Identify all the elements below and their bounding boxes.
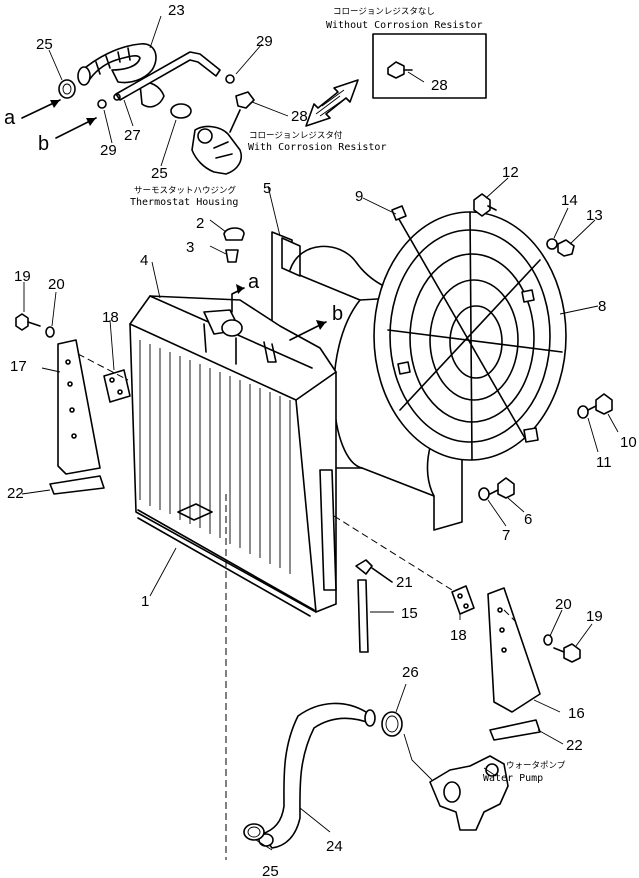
bolt-6 [489, 477, 515, 499]
callout-18: 18 [450, 627, 467, 644]
thermostat-en: Thermostat Housing [130, 197, 238, 208]
callout-28: 28 [431, 77, 448, 94]
callout-13: 13 [586, 207, 603, 224]
callout-4: 4 [140, 252, 148, 269]
callout-14: 14 [561, 192, 578, 209]
callout-10: 10 [620, 434, 637, 451]
double-arrow [305, 79, 359, 127]
plate-22-right [489, 719, 541, 741]
callout-17: 17 [10, 358, 27, 375]
bolt-19-right [553, 643, 581, 663]
bolt-12 [473, 193, 497, 217]
callout-9: 9 [355, 188, 363, 205]
callout-7: 7 [502, 527, 510, 544]
callout-28: 28 [291, 108, 308, 125]
callout-27: 27 [124, 127, 141, 144]
callout-6: 6 [524, 511, 532, 528]
callout-15: 15 [401, 605, 418, 622]
callout-19: 19 [586, 608, 603, 625]
fan-guard-8 [373, 205, 567, 461]
with-resistor-en: With Corrosion Resistor [248, 142, 386, 153]
callout-25: 25 [36, 36, 53, 53]
letter-b-right: b [332, 303, 343, 325]
filter-3 [225, 249, 239, 263]
clamp-25-left [58, 79, 76, 99]
nut-29-upper [225, 74, 235, 84]
radiator-1 [129, 295, 337, 617]
callout-16: 16 [568, 705, 585, 722]
without-resistor-jp: コロージョンレジスタなし [333, 7, 435, 17]
callout-21: 21 [396, 574, 413, 591]
bolt-19-left [15, 313, 41, 331]
callout-22: 22 [7, 485, 24, 502]
callout-22: 22 [566, 737, 583, 754]
callout-23: 23 [168, 2, 185, 19]
callout-19: 19 [14, 268, 31, 285]
plate-18-right [451, 585, 475, 615]
clamp-26 [381, 711, 403, 737]
callout-5: 5 [263, 180, 271, 197]
callout-20: 20 [48, 276, 65, 293]
cap-2 [223, 227, 245, 241]
part-numbers: 23 25 29 28 27 29 25 28 5 9 12 14 13 2 3… [7, 2, 637, 878]
letter-a-right: a [248, 271, 260, 293]
thermostat-housing [191, 125, 242, 175]
callout-8: 8 [598, 298, 606, 315]
callout-25: 25 [151, 165, 168, 182]
callout-25: 25 [262, 863, 279, 878]
bolt-10 [587, 393, 613, 415]
upper-hose-23 [77, 43, 165, 108]
callout-29: 29 [256, 33, 273, 50]
callout-29: 29 [100, 142, 117, 159]
plug-28 [387, 61, 413, 79]
callout-26: 26 [402, 664, 419, 681]
plate-22-left [49, 475, 105, 495]
callout-3: 3 [186, 239, 194, 256]
drain-tube-15 [357, 579, 369, 653]
clamp-25-thermo [170, 103, 192, 119]
water-pump-en: Water Pump [483, 773, 543, 784]
clamp-25-lower [243, 823, 265, 841]
nut-29-lower [97, 99, 107, 109]
callout-11: 11 [596, 454, 612, 471]
water-pump-jp: ウォータポンプ [506, 761, 566, 771]
callout-12: 12 [502, 164, 519, 181]
corrosion-resistor-28 [229, 91, 255, 133]
bracket-17-left [57, 339, 101, 475]
callout-18: 18 [102, 309, 119, 326]
pipe-27 [113, 51, 221, 101]
washer-20-left [45, 326, 55, 338]
callout-20: 20 [555, 596, 572, 613]
washer-11 [577, 405, 589, 419]
letter-a-left: a [4, 107, 16, 129]
washer-7 [478, 487, 490, 501]
washer-20-right [543, 634, 553, 646]
callout-2: 2 [196, 215, 204, 232]
drain-cock-21 [355, 559, 373, 575]
letter-b-left: b [38, 133, 49, 155]
with-resistor-jp: コロージョンレジスタ付 [249, 130, 343, 141]
bracket-16-right [487, 587, 541, 713]
washer-14 [546, 238, 558, 250]
without-resistor-box [372, 33, 487, 99]
callout-1: 1 [141, 593, 149, 610]
thermostat-jp: サーモスタットハウジング [134, 185, 237, 196]
water-pump [429, 755, 509, 831]
without-resistor-en: Without Corrosion Resistor [326, 20, 483, 31]
lower-hose-24 [258, 702, 376, 849]
callout-24: 24 [326, 838, 343, 855]
